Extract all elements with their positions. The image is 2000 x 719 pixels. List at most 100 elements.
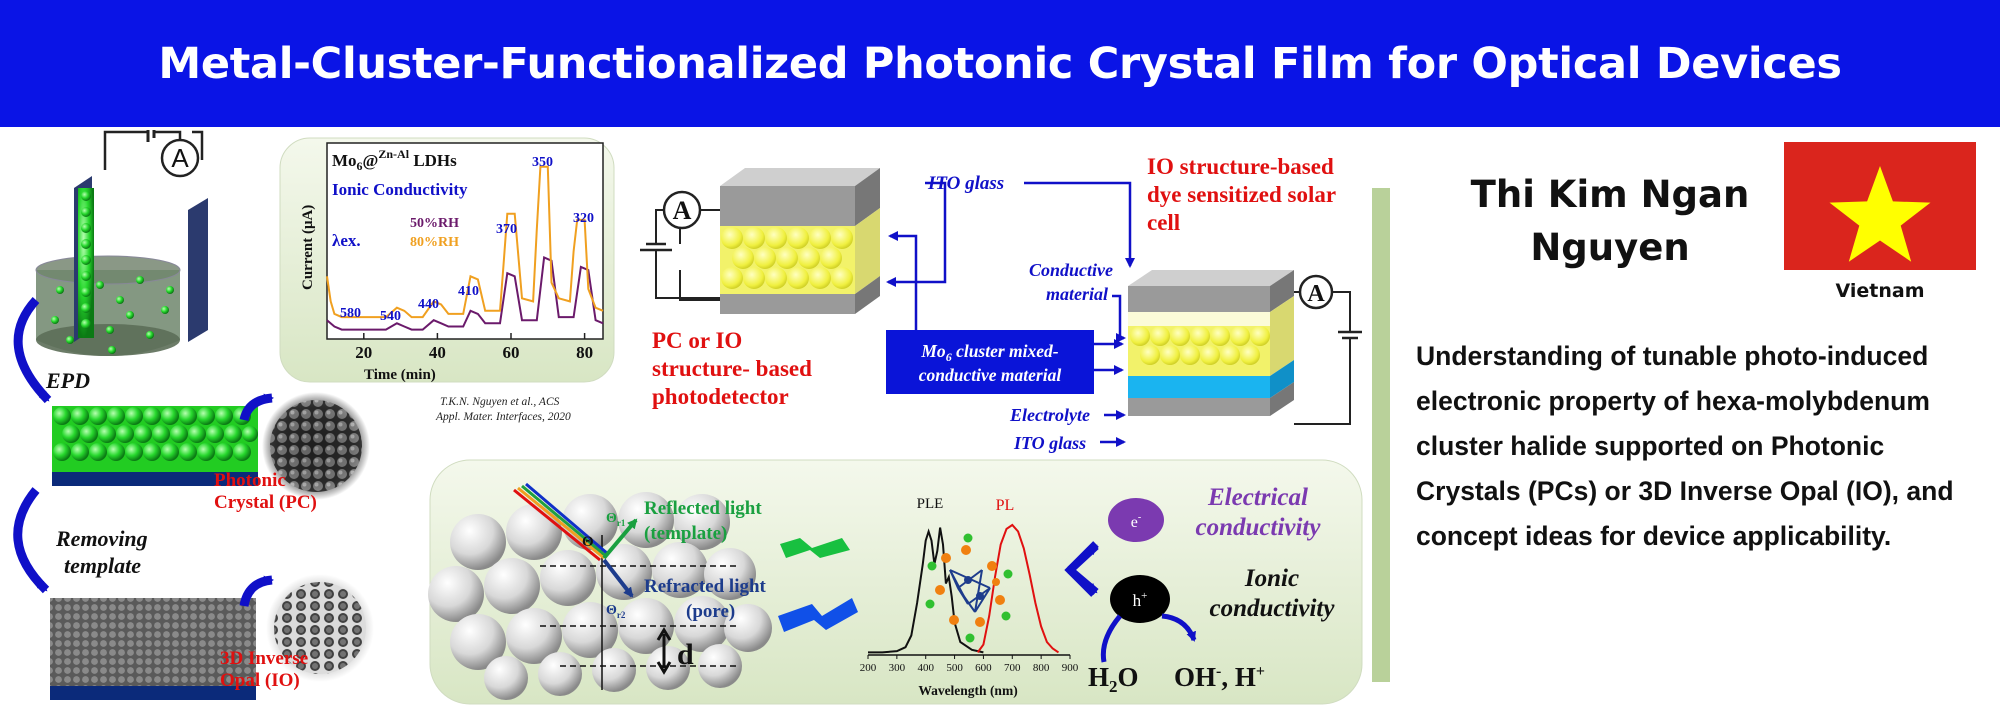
sc-label-line1: IO structure-based — [1147, 154, 1334, 179]
chart1-ann-350: 350 — [532, 155, 553, 170]
pd-label-line3: photodetector — [652, 384, 789, 409]
hole-icon — [1110, 575, 1170, 623]
pd-label-line1: PC or IO — [652, 328, 742, 353]
chart1-series-line-0 — [326, 256, 604, 331]
conductive-material-label: Conductive material — [1029, 260, 1113, 304]
chart1-tick-label: 40 — [429, 343, 446, 362]
refl-line2: (template) — [644, 523, 727, 544]
banner-divider — [0, 127, 2000, 130]
chart2-tick-label: 600 — [975, 662, 992, 674]
refl-line1: Reflected light — [644, 498, 762, 519]
electron-icon — [1108, 498, 1164, 542]
chart1-lines — [326, 165, 604, 331]
theta-label: Θ — [582, 534, 594, 550]
chart2-x-ticks: 200 300 400 500 600 700 800 900 — [860, 655, 1079, 674]
title-banner: Metal-Cluster-Functionalized Photonic Cr… — [0, 0, 2000, 127]
citation-line2: Appl. Mater. Interfaces, 2020 — [435, 411, 571, 423]
sc-ammeter-label: A — [1307, 281, 1325, 307]
chart2-tick-label: 800 — [1033, 662, 1050, 674]
section-divider-bar — [1372, 188, 1390, 682]
citation-line1: T.K.N. Nguyen et al., ACS — [440, 396, 560, 408]
chart1-ylabel: Current (μA) — [300, 205, 316, 290]
cond-line2: material — [1046, 284, 1108, 304]
chart1-ann-440: 440 — [418, 297, 439, 312]
electron-label: e- — [1131, 512, 1141, 531]
author-name-line1: Thi Kim Ngan — [1470, 173, 1750, 216]
chart2-tick-label: 200 — [860, 662, 877, 674]
chart2-tick-label: 400 — [917, 662, 934, 674]
io-label-line2: Opal (IO) — [220, 670, 300, 691]
chart1-legend-80rh: 80%RH — [410, 235, 459, 250]
chart1-xlabel: Time (min) — [364, 367, 436, 383]
chart2-series-line-1 — [976, 523, 1060, 654]
cond-line1: Conductive — [1029, 260, 1113, 280]
ionic-line2: conductivity — [1210, 595, 1336, 622]
pc-label-line1: Photonic — [214, 470, 286, 491]
elec-line2: conductivity — [1196, 514, 1322, 541]
author-name-line2: Nguyen — [1530, 226, 1690, 269]
refr-line2: (pore) — [686, 601, 735, 622]
chart1-tick-label: 20 — [355, 343, 372, 362]
sphere-lattice — [428, 492, 772, 700]
electrolyte-label: Electrolyte — [1009, 405, 1090, 425]
chart1-ann-580: 580 — [340, 306, 361, 321]
chart1-x-ticks: 20 40 60 80 — [355, 333, 593, 362]
abstract-text: Understanding of tunable photo-induced e… — [1416, 341, 1954, 551]
chart1-ann-540: 540 — [380, 309, 401, 324]
epd-ammeter-label: A — [171, 143, 189, 173]
pd-label-line2: structure- based — [652, 356, 812, 381]
mixed-conductive-box — [886, 330, 1094, 394]
sc-label-line3: cell — [1147, 210, 1180, 235]
ionic-line1: Ionic — [1244, 565, 1299, 592]
sc-ito-glass-label: ITO glass — [1013, 433, 1086, 453]
pd-ito-glass-label: ITO glass — [927, 173, 1004, 194]
author-name: Thi Kim Ngan Nguyen — [1440, 168, 1780, 274]
optics-panel: d Θ Θr1 Θr2 Reflected light(template) Re… — [428, 459, 1363, 705]
chart1-series-line-1 — [326, 165, 604, 319]
refr-line1: Refracted light — [644, 576, 767, 597]
chart2-tick-label: 900 — [1062, 662, 1079, 674]
chart1-ann-410: 410 — [458, 284, 479, 299]
removing-line1: Removing — [55, 526, 148, 551]
vietnam-flag-icon — [1784, 142, 1976, 270]
flag-star-icon — [1829, 166, 1931, 262]
mo6-cluster-icon — [925, 533, 1013, 643]
pd-ammeter-label: A — [673, 196, 692, 225]
chart1-ann-320: 320 — [573, 211, 594, 226]
green-bolt-icon — [780, 538, 850, 558]
country-label: Vietnam — [1835, 280, 1925, 302]
chart2-xlabel: Wavelength (nm) — [918, 683, 1017, 698]
reflected-light-label: Reflected light (template) — [644, 498, 762, 544]
ionic-conductivity-label: Ionic conductivity — [1210, 565, 1336, 622]
photodetector-label: PC or IO structure- based photodetector — [652, 328, 812, 409]
chart1-ann-370: 370 — [496, 222, 517, 237]
chart1-tick-label: 60 — [503, 343, 520, 362]
chart1-lambda-ex: λex. — [332, 231, 361, 250]
spacing-d-label: d — [677, 638, 694, 671]
io-label-line1: 3D Inverse — [220, 648, 308, 669]
chart2-pl-label: PL — [996, 497, 1015, 514]
refracted-light-label: Refracted light (pore) — [644, 576, 767, 622]
chart1-subtitle: Ionic Conductivity — [332, 180, 468, 199]
removing-line2: template — [64, 553, 141, 578]
chart2-tick-label: 300 — [889, 662, 906, 674]
epd-label: EPD — [45, 368, 90, 393]
chart2-ple-label: PLE — [917, 496, 944, 512]
blue-bolt-icon — [778, 598, 858, 632]
chart1-legend-50rh: 50%RH — [410, 216, 459, 231]
poster-title: Metal-Cluster-Functionalized Photonic Cr… — [158, 38, 1842, 89]
chart2-tick-label: 700 — [1004, 662, 1021, 674]
chart1-tick-label: 80 — [576, 343, 593, 362]
chart2-tick-label: 500 — [946, 662, 963, 674]
citation: T.K.N. Nguyen et al., ACS Appl. Mater. In… — [435, 396, 571, 423]
